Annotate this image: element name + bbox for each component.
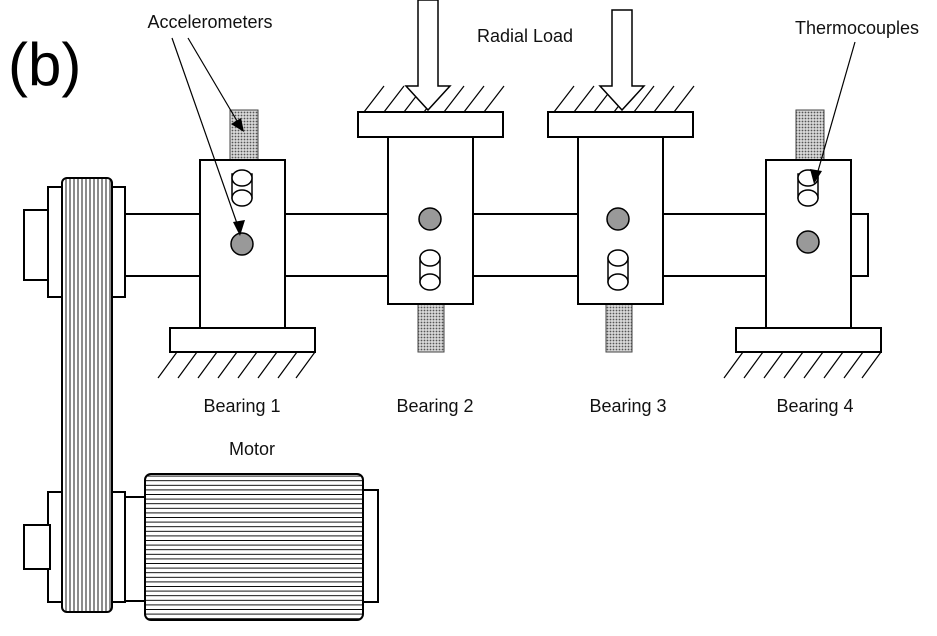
radial-load-arrow-icon	[598, 9, 646, 112]
thermocouple-icon	[607, 249, 629, 291]
thermocouple-leader	[810, 41, 856, 184]
panel-label: (b)	[8, 31, 81, 98]
thermocouples-label: Thermocouples	[795, 18, 919, 38]
bearing-3-label: Bearing 3	[589, 396, 666, 416]
bearing-1	[157, 109, 316, 379]
bearing-2-label: Bearing 2	[396, 396, 473, 416]
motor-label: Motor	[229, 439, 275, 459]
bearing-4-label: Bearing 4	[776, 396, 853, 416]
accelerometer-icon	[796, 230, 820, 254]
thermocouple-icon	[419, 249, 441, 291]
motor	[124, 473, 379, 621]
thermocouple-icon	[231, 169, 253, 207]
accelerometer-leaders	[171, 37, 245, 236]
bearing-1-label: Bearing 1	[203, 396, 280, 416]
accelerometers-label: Accelerometers	[147, 12, 272, 32]
accelerometer-icon	[230, 232, 254, 256]
bearing-4	[723, 109, 882, 379]
accelerometer-icon	[418, 207, 442, 231]
accelerometer-icon	[606, 207, 630, 231]
bearing-2	[357, 0, 505, 353]
radial-load-arrow-icon	[404, 0, 452, 112]
bearing-3	[547, 9, 695, 353]
radial-load-label: Radial Load	[477, 26, 573, 46]
